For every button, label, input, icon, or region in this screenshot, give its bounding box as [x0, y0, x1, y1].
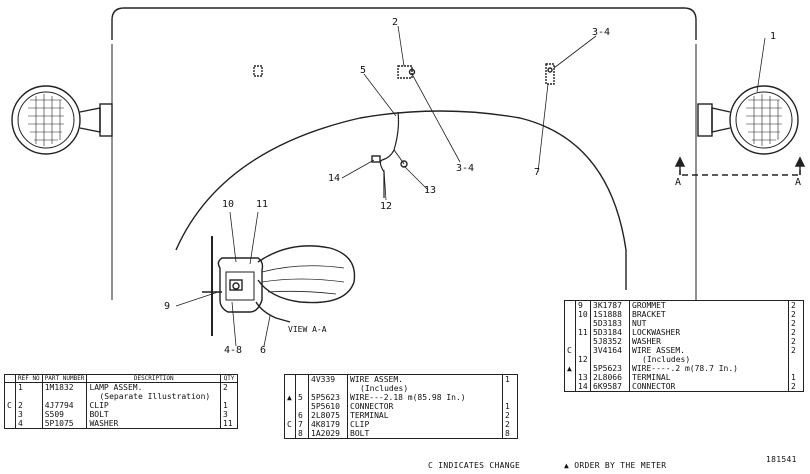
table-row: 12 (Includes) — [565, 355, 804, 364]
callout-4-8: 4-8 — [224, 345, 243, 356]
wire-harness — [379, 111, 400, 198]
bracket-detail — [202, 236, 356, 336]
clip-right — [545, 63, 555, 85]
callout-10: 10 — [222, 199, 235, 210]
callout-9: 9 — [164, 301, 171, 312]
clip-left — [253, 65, 263, 77]
table-row: (Separate Illustration) — [5, 392, 238, 401]
header-desc: DESCRIPTION — [86, 374, 221, 383]
section-line — [679, 170, 801, 176]
callout-3-4-top: 3-4 — [592, 27, 611, 38]
view-a-a-label: VIEW A-A — [288, 325, 327, 334]
header-qty: QTY — [220, 374, 238, 383]
callout-11: 11 — [256, 199, 269, 210]
header-part: PART NUMBER — [41, 374, 87, 383]
change-note: C INDICATES CHANGE — [428, 461, 521, 470]
table-row: C 3V4164 WIRE ASSEM.2 — [565, 346, 804, 355]
section-a-left: A — [675, 177, 682, 188]
illustration-number: 181541 — [766, 455, 797, 464]
callout-12: 12 — [380, 201, 393, 212]
right-lamp-drawing — [697, 85, 799, 155]
roof-outline — [111, 7, 697, 40]
section-a-right: A — [795, 177, 802, 188]
callout-1: 1 — [770, 31, 777, 42]
inner-arch — [175, 110, 627, 290]
callout-6: 6 — [260, 345, 267, 356]
callout-14: 14 — [328, 173, 341, 184]
order-note: ▲ ORDER BY THE METER — [564, 461, 667, 470]
header-ref: REF NO — [15, 374, 43, 383]
callout-7: 7 — [534, 167, 541, 178]
table-row: (Includes) — [285, 384, 518, 393]
left-lamp-drawing — [11, 85, 113, 155]
callout-13: 13 — [424, 185, 437, 196]
table-row: 4V339 WIRE ASSEM.1 — [285, 374, 518, 384]
table-header: REF NO PART NUMBER DESCRIPTION QTY — [4, 374, 238, 383]
callout-5: 5 — [360, 65, 367, 76]
clip-top — [397, 65, 413, 79]
callout-3-4-mid: 3-4 — [456, 163, 475, 174]
table-row: ▲ 5P5623 WIRE----.2 m(78.7 In.) — [565, 364, 804, 373]
callout-2: 2 — [392, 17, 399, 28]
